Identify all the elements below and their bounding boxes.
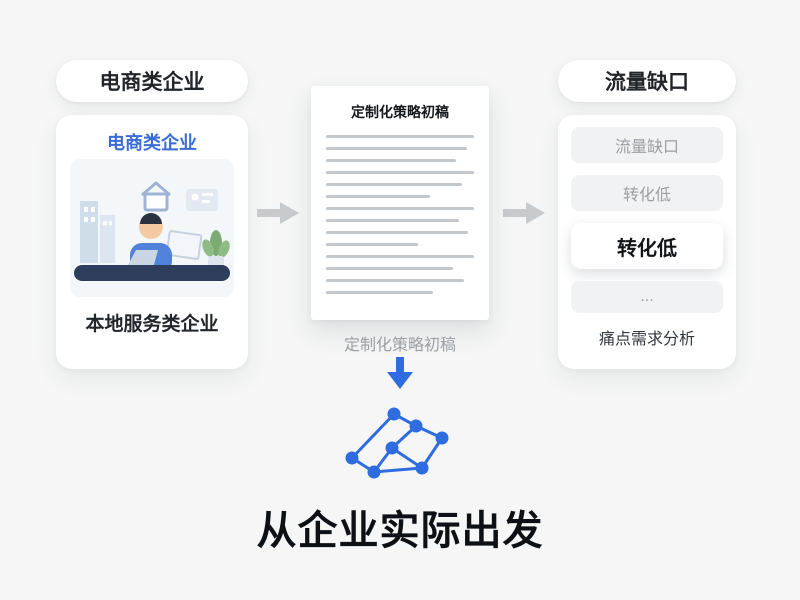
buildings-icon (80, 201, 115, 263)
pain-points-list: 流量缺口 转化低 转化低 ... (558, 115, 736, 313)
left-pill-label: 电商类企业 (99, 71, 205, 94)
arrow-down-icon (387, 357, 413, 389)
doc-title: 定制化策略初稿 (351, 104, 449, 120)
laptop-icon (128, 250, 158, 265)
pain-point-label: ... (640, 288, 654, 305)
left-card-title: 电商类企业 (107, 133, 197, 153)
right-pill-label: 流量缺口 (605, 71, 689, 94)
right-pill: 流量缺口 (558, 60, 736, 102)
pain-point-item-highlighted: 转化低 (571, 223, 723, 269)
left-card: 电商类企业 (56, 115, 248, 369)
doc-caption: 定制化策略初稿 (343, 337, 456, 354)
whiteboard-icon (165, 230, 203, 260)
right-card-caption: 痛点需求分析 (598, 331, 695, 348)
pain-point-label: 流量缺口 (614, 139, 679, 156)
left-card-caption: 本地服务类企业 (85, 314, 219, 335)
pain-point-label: 转化低 (617, 237, 677, 260)
house-icon (141, 181, 171, 212)
pain-point-item: ... (571, 281, 723, 313)
pain-point-item: 转化低 (571, 175, 723, 211)
strategy-document: 定制化策略初稿 (311, 86, 489, 320)
arrow-right-icon (257, 202, 299, 224)
arrow-right-icon (503, 202, 545, 224)
person-at-desk-illustration (70, 159, 234, 297)
network-graph-icon (345, 407, 449, 479)
desk (74, 265, 230, 281)
left-pill: 电商类企业 (56, 60, 248, 102)
pain-point-item: 流量缺口 (571, 127, 723, 163)
photo-frame-icon (186, 189, 218, 211)
pain-points-card: 流量缺口 转化低 转化低 ... 痛点需求分析 (558, 115, 736, 369)
doc-text-lines (311, 122, 489, 294)
pain-point-label: 转化低 (622, 187, 671, 204)
headline: 从企业实际出发 (256, 509, 544, 553)
